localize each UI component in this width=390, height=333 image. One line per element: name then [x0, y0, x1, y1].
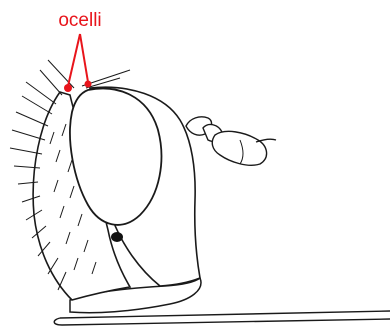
ocelli-label: ocelli: [58, 10, 101, 31]
eye-spot: [111, 232, 123, 242]
antenna: [186, 117, 276, 165]
ocelli-leader-lines: [68, 34, 88, 86]
